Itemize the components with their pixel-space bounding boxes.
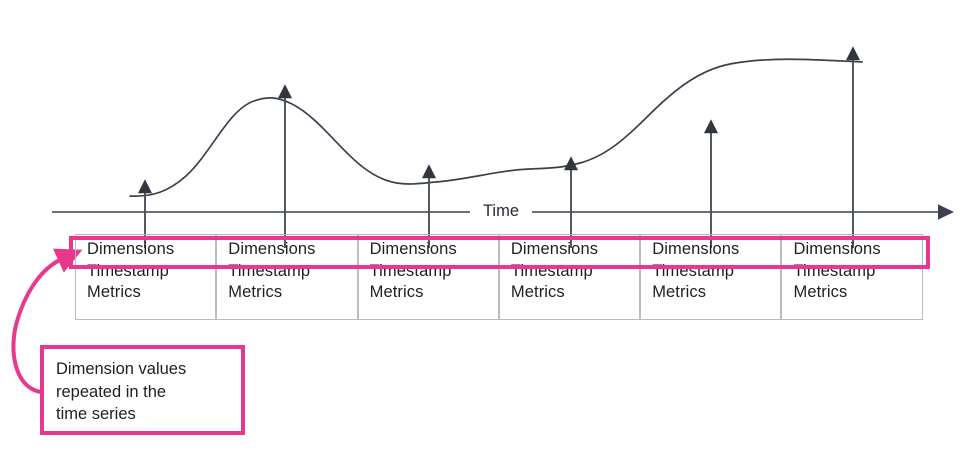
metric-curve [129, 58, 863, 197]
record-box-3[interactable]: Dimensions Timestamp Metrics [357, 234, 499, 320]
record-metrics-label: Metrics [369, 283, 424, 301]
record-timestamp-label: Timestamp [228, 261, 311, 280]
record-timestamp-label: Timestamp [369, 261, 452, 280]
record-metrics-label: Metrics [510, 283, 565, 301]
record-row: Dimensions Timestamp Metrics Dimensions … [75, 234, 923, 320]
callout-connector-arrow [11, 248, 83, 394]
record-metrics-label: Metrics [87, 283, 141, 301]
record-metrics-label: Metrics [652, 283, 707, 301]
record-box-1[interactable]: Dimensions Timestamp Metrics [75, 234, 217, 320]
callout-box: Dimension values repeated in the time se… [40, 345, 245, 435]
record-box-4[interactable]: Dimensions Timestamp Metrics [498, 234, 641, 320]
callout-line-2: repeated in the [56, 382, 167, 401]
record-dimensions-label: Dimensions [369, 240, 457, 258]
record-dimensions-label: Dimensions [87, 240, 175, 258]
record-timestamp-label: Timestamp [510, 261, 593, 280]
record-dimensions-label: Dimensions [652, 240, 740, 258]
callout-line-1: Dimension values [56, 360, 187, 378]
record-box-2[interactable]: Dimensions Timestamp Metrics [216, 234, 358, 320]
record-dimensions-label: Dimensions [793, 240, 881, 258]
record-metrics-label: Metrics [793, 283, 848, 301]
record-dimensions-label: Dimensions [228, 240, 316, 258]
record-dimensions-label: Dimensions [510, 240, 599, 258]
record-metrics-label: Metrics [228, 283, 283, 301]
record-box-6[interactable]: Dimensions Timestamp Metrics [781, 234, 923, 320]
record-timestamp-label: Timestamp [793, 261, 876, 280]
record-box-5[interactable]: Dimensions Timestamp Metrics [640, 234, 782, 320]
axis-label-time: Time [470, 200, 532, 222]
callout-line-3: time series [56, 405, 136, 423]
record-timestamp-label: Timestamp [652, 261, 735, 280]
record-timestamp-label: Timestamp [87, 261, 169, 280]
